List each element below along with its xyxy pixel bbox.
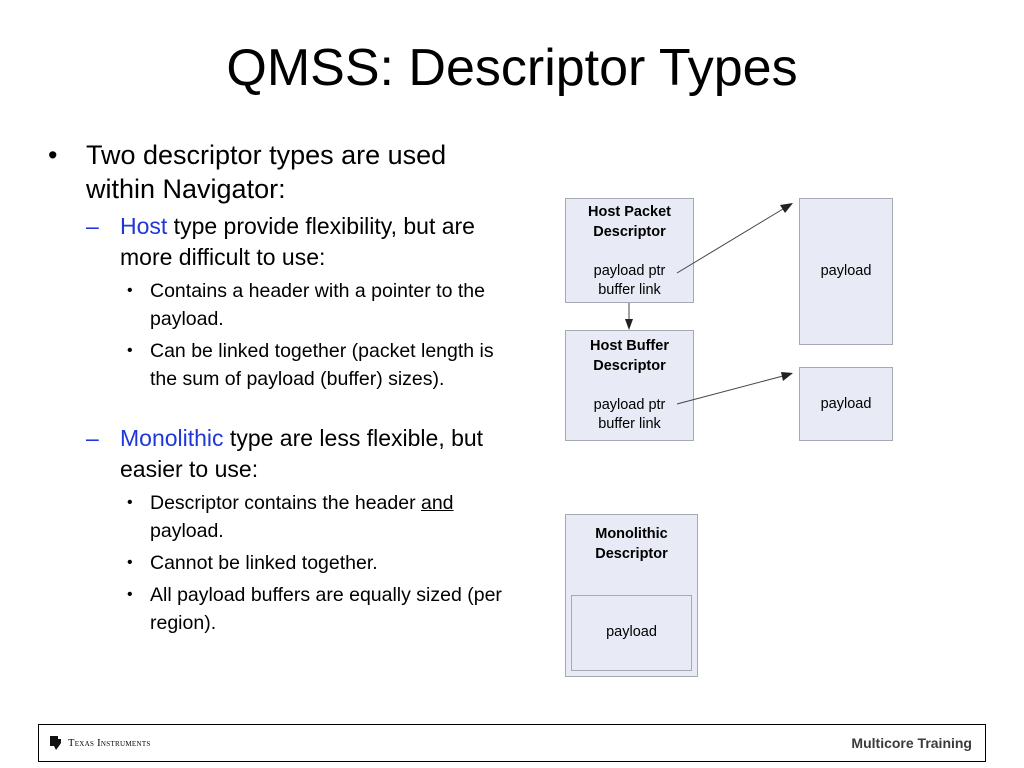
field-buffer-link: buffer link — [598, 416, 661, 432]
bullet-text: Two descriptor types are used within Nav… — [86, 140, 447, 204]
bullet-list: • Two descriptor types are used within N… — [48, 138, 508, 637]
box-title: Descriptor — [595, 545, 668, 562]
payload-label: payload — [606, 624, 657, 640]
payload-label: payload — [820, 396, 872, 412]
footer-title: Multicore Training — [851, 735, 972, 751]
keyword-monolithic: Monolithic — [120, 425, 224, 451]
dash-marker: – — [86, 425, 99, 451]
point-host-1: • Contains a header with a pointer to th… — [48, 277, 508, 333]
point-mono-2: • Cannot be linked together. — [48, 549, 508, 577]
bullet-marker: • — [127, 282, 133, 299]
payload-block-bottom: payload — [799, 367, 893, 441]
ti-logo: Texas Instruments — [49, 734, 151, 752]
box-title: Descriptor — [593, 357, 666, 374]
box-title: Host Packet — [587, 204, 671, 220]
host-buffer-descriptor: Host Buffer Descriptor payload ptr buffe… — [565, 330, 694, 441]
point-text: Contains a header with a pointer to the … — [150, 280, 485, 330]
ti-logo-text: Texas Instruments — [68, 737, 151, 749]
bullet-marker: • — [127, 342, 133, 359]
ti-state-logo-icon — [50, 736, 61, 750]
payload-label: payload — [820, 263, 872, 279]
subbullet-text: type are less flexible, but easier to us… — [120, 425, 484, 482]
bullet-marker: • — [127, 586, 133, 603]
arrow-head — [780, 203, 793, 213]
footer-bar: Texas Instruments Multicore Training — [38, 724, 986, 762]
monolithic-payload: payload — [571, 595, 692, 671]
bullet-marker: • — [48, 140, 58, 170]
slide-title: QMSS: Descriptor Types — [226, 39, 798, 97]
box-title: Host Buffer — [590, 338, 669, 354]
bullet-marker: • — [127, 494, 133, 511]
arrow-head — [625, 319, 633, 330]
subbullet-host: – Host type provide flexibility, but are… — [48, 211, 508, 273]
subbullet-text: type provide flexibility, but are more d… — [120, 213, 475, 270]
box-title: Monolithic — [595, 526, 668, 542]
keyword-host: Host — [120, 213, 168, 239]
monolithic-descriptor: Monolithic Descriptor payload — [565, 514, 698, 677]
point-mono-1: • Descriptor contains the header and pay… — [48, 489, 508, 545]
subbullet-monolithic: – Monolithic type are less flexible, but… — [48, 423, 508, 485]
bullet-marker: • — [127, 554, 133, 571]
dash-marker: – — [86, 213, 99, 239]
point-text: Cannot be linked together. — [150, 552, 378, 574]
underlined-word: and — [420, 492, 454, 514]
point-host-2: • Can be linked together (packet length … — [48, 337, 508, 393]
bullet-intro: • Two descriptor types are used within N… — [48, 138, 508, 206]
box-title: Descriptor — [593, 223, 666, 240]
field-payload-ptr: payload ptr — [593, 262, 666, 279]
arrow-head — [781, 372, 793, 381]
payload-block-top: payload — [799, 198, 893, 345]
host-packet-descriptor: Host Packet Descriptor payload ptr buffe… — [565, 198, 694, 303]
point-text: Can be linked together (packet length is… — [150, 340, 494, 390]
point-mono-3: • All payload buffers are equally sized … — [48, 581, 508, 637]
point-text-post: payload. — [150, 520, 224, 542]
point-text-pre: Descriptor contains the header — [150, 492, 421, 514]
field-buffer-link: buffer link — [598, 282, 661, 298]
point-text: All payload buffers are equally sized (p… — [150, 584, 502, 634]
field-payload-ptr: payload ptr — [593, 396, 666, 413]
